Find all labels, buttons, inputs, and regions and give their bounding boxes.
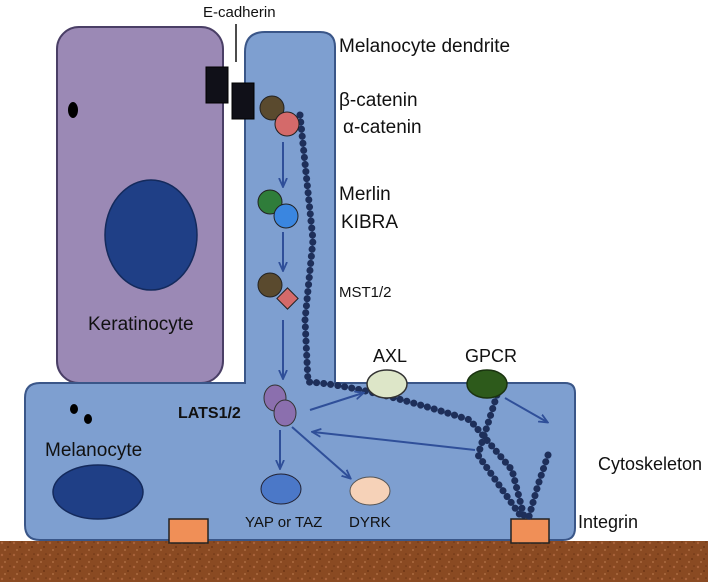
beta-catenin-molecule	[259, 95, 285, 121]
keratinocyte-label: Keratinocyte	[88, 314, 194, 335]
gpcr-label: GPCR	[465, 346, 517, 366]
yap-taz-label: YAP or TAZ	[245, 514, 322, 531]
melanocyte-cell	[24, 31, 576, 541]
alpha-catenin-label: α-catenin	[343, 117, 422, 138]
mst-diamond	[276, 287, 299, 310]
signaling-arrows	[280, 142, 547, 478]
dyrk-molecule	[349, 476, 391, 506]
mst-label: MST1/2	[339, 284, 392, 301]
kibra-molecule	[273, 203, 299, 229]
axl-label: AXL	[373, 346, 407, 366]
keratinocyte-nucleus	[104, 179, 198, 291]
cytoskeleton-label: Cytoskeleton	[598, 454, 702, 474]
kibra-label: KIBRA	[341, 212, 398, 233]
melanocyte-dendrite-label: Melanocyte dendrite	[339, 36, 510, 57]
lats-molecule	[273, 399, 297, 427]
gpcr-receptor	[466, 369, 508, 399]
melanosome	[84, 414, 92, 424]
dyrk-label: DYRK	[349, 514, 391, 531]
substrate	[0, 541, 708, 582]
integrin-left	[168, 518, 209, 544]
cytoskeleton-filaments	[296, 111, 552, 524]
yap-taz-molecule	[260, 473, 302, 505]
e-cadherin-label: E-cadherin	[203, 4, 276, 21]
melanocyte-nucleus	[52, 464, 144, 520]
melanocyte-label: Melanocyte	[45, 440, 142, 461]
e-cadherin-keratinocyte	[205, 66, 229, 104]
merlin-molecule	[257, 189, 283, 215]
lats-label: LATS1/2	[178, 405, 241, 422]
beta-catenin-label: β-catenin	[339, 90, 418, 111]
axl-receptor	[366, 369, 408, 399]
alpha-catenin-molecule	[274, 111, 300, 137]
keratinocyte-granule	[68, 102, 78, 118]
mst-molecule	[257, 272, 283, 298]
e-cadherin-melanocyte	[231, 82, 255, 120]
melanosome	[70, 404, 78, 414]
integrin-right	[510, 518, 550, 544]
integrin-label: Integrin	[578, 512, 638, 532]
merlin-label: Merlin	[339, 184, 391, 205]
